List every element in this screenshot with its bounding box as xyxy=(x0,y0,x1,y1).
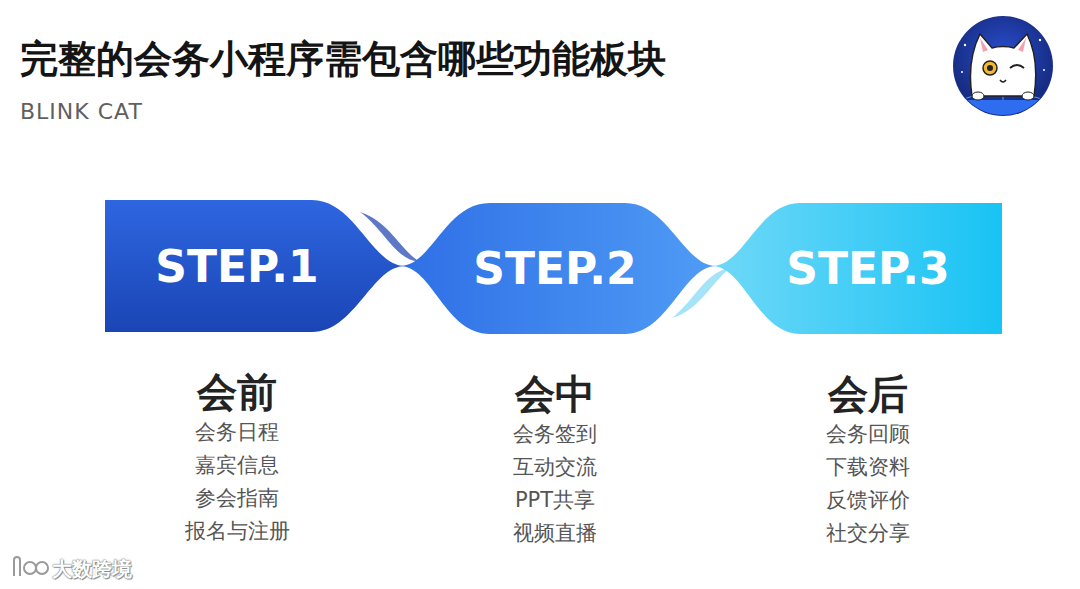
ribbon-twist xyxy=(672,268,730,318)
feature-item: 反馈评价 xyxy=(826,484,910,517)
step-label: STEP.2 xyxy=(473,202,636,334)
feature-item: 下载资料 xyxy=(826,451,910,484)
ribbon-twist xyxy=(360,212,420,262)
avatar-icon xyxy=(953,16,1053,120)
feature-item: 互动交流 xyxy=(513,451,597,484)
step-label: STEP.1 xyxy=(155,200,318,332)
feature-item: 报名与注册 xyxy=(185,515,290,548)
ribbon-band xyxy=(400,203,716,334)
phase-heading: 会前 xyxy=(197,368,277,416)
feature-item: PPT共享 xyxy=(515,484,595,517)
feature-item: 会务回顾 xyxy=(826,418,910,451)
feature-item: 会务签到 xyxy=(513,418,597,451)
watermark-logo xyxy=(14,557,48,576)
feature-item: 参会指南 xyxy=(195,482,279,515)
step-column: STEP.2 会中会务签到互动交流PPT共享视频直播 xyxy=(405,202,705,550)
ribbon-band xyxy=(105,200,405,332)
phase-heading: 会后 xyxy=(828,370,908,418)
subtitle-label: BLINK CAT xyxy=(20,99,143,124)
watermark-text: 大数跨境 xyxy=(52,556,132,583)
feature-item: 社交分享 xyxy=(826,517,910,550)
ribbon-band xyxy=(712,203,1002,334)
diagram-title: 完整的会务小程序需包含哪些功能板块 xyxy=(20,34,666,85)
step-label: STEP.3 xyxy=(786,202,949,334)
feature-item: 会务日程 xyxy=(195,416,279,449)
phase-heading: 会中 xyxy=(515,370,595,418)
feature-item: 嘉宾信息 xyxy=(195,449,279,482)
feature-item: 视频直播 xyxy=(513,517,597,550)
step-column: STEP.1 会前会务日程嘉宾信息参会指南报名与注册 xyxy=(87,200,387,548)
step-column: STEP.3 会后会务回顾下载资料反馈评价社交分享 xyxy=(718,202,1018,550)
